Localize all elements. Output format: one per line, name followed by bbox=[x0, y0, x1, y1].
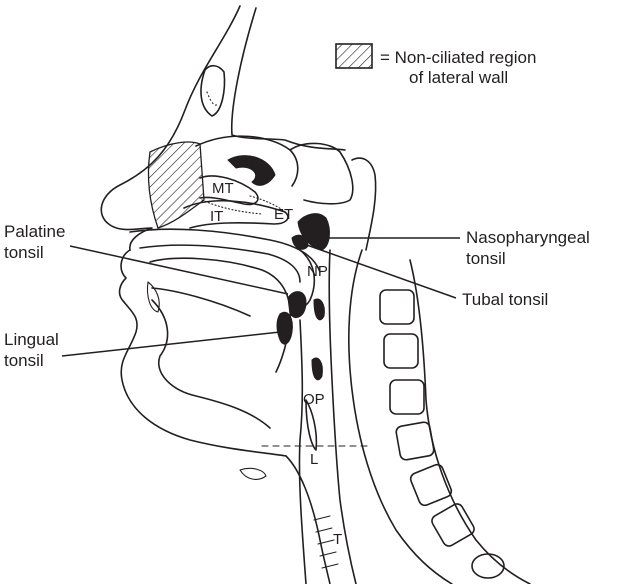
label-mt: MT bbox=[212, 180, 234, 197]
lingual-tonsil bbox=[277, 312, 292, 344]
hard-palate-lower bbox=[140, 245, 300, 282]
tongue-outline bbox=[150, 258, 290, 372]
label-it: IT bbox=[210, 208, 223, 225]
label-tubal-tonsil: Tubal tonsil bbox=[462, 290, 548, 309]
mandible-inner bbox=[152, 300, 270, 428]
inferior-turbinate bbox=[184, 201, 288, 228]
lower-lip-chin bbox=[121, 302, 286, 456]
vertebra-3 bbox=[390, 380, 424, 414]
frontal-sinus bbox=[201, 66, 225, 116]
leader-palatine bbox=[70, 246, 288, 294]
non-ciliated-region bbox=[148, 142, 204, 228]
legend-text-line2: of lateral wall bbox=[409, 68, 508, 87]
pharyngeal-lymphoid-2 bbox=[312, 358, 322, 380]
label-t: T bbox=[333, 531, 342, 548]
palatine-tonsil bbox=[288, 292, 306, 318]
label-palatine-line1: Palatine bbox=[4, 222, 65, 241]
label-st: ST bbox=[238, 154, 257, 171]
label-nasopharyngeal-line1: Nasopharyngeal bbox=[466, 228, 590, 247]
vertebra-7 bbox=[472, 554, 504, 578]
legend-text-line1: = Non-ciliated region bbox=[380, 48, 536, 67]
sphenoid-body bbox=[290, 143, 353, 203]
label-et: ET bbox=[274, 206, 293, 223]
label-palatine-line2: tonsil bbox=[4, 243, 44, 262]
leader-lingual bbox=[62, 332, 280, 356]
label-lingual-line2: tonsil bbox=[4, 351, 44, 370]
trachea-front bbox=[286, 456, 330, 584]
pharyngeal-lymphoid-1 bbox=[314, 299, 324, 320]
label-l: L bbox=[310, 451, 318, 468]
pharynx-anterior-wall bbox=[299, 320, 306, 584]
hyoid bbox=[240, 468, 266, 479]
vertebra-6 bbox=[430, 502, 476, 548]
legend-hatch-swatch bbox=[336, 44, 372, 68]
vertebra-2 bbox=[384, 334, 418, 368]
nasal-bone-outline bbox=[232, 8, 345, 150]
vertebra-1 bbox=[380, 290, 414, 324]
oral-floor bbox=[152, 288, 250, 316]
clivus bbox=[352, 158, 376, 250]
label-np: NP bbox=[307, 263, 328, 280]
label-lingual-line1: Lingual bbox=[4, 330, 59, 349]
frontal-sinus-stipple bbox=[207, 92, 218, 105]
spine-anterior bbox=[349, 250, 452, 584]
label-op: OP bbox=[303, 391, 325, 408]
label-nasopharyngeal-line2: tonsil bbox=[466, 249, 506, 268]
